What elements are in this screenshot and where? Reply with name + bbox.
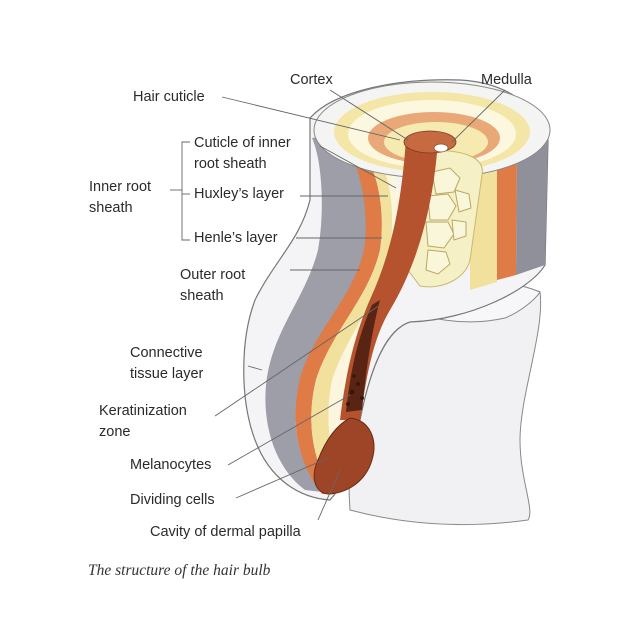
label-inner-root-line1: Inner root [89, 179, 152, 195]
figure-caption: The structure of the hair bulb [88, 562, 271, 579]
leader-hair-cuticle [221, 96, 401, 141]
leader-melanocytes [227, 394, 351, 466]
yellow-sheath-layer [311, 140, 393, 494]
label-cavity-dermal-papilla: Cavity of dermal papilla [150, 524, 301, 540]
label-dividing-cells: Dividing cells [130, 492, 215, 508]
label-melanocytes: Melanocytes [130, 457, 212, 473]
gray-sheath-layer [265, 135, 371, 492]
medulla-core [433, 143, 449, 153]
medulla-cell-outlines [425, 167, 472, 275]
melanocyte-dots [346, 374, 364, 406]
label-henle: Henle’s layer [194, 230, 278, 246]
leader-cortex [329, 89, 409, 141]
gray-sheath-cap [516, 140, 548, 275]
label-connective-line2: tissue layer [130, 366, 204, 382]
inner-root-bracket [181, 141, 190, 241]
leader-cavity [317, 469, 341, 521]
orange-sheath-layer [295, 138, 382, 494]
leader-lines [170, 89, 506, 521]
dermal-papilla [313, 417, 375, 495]
label-cuticle-inner-line1: Cuticle of inner [194, 135, 291, 151]
label-inner-root-line2: sheath [89, 200, 133, 216]
orange-sheath-cap [497, 142, 517, 280]
label-connective-line1: Connective [130, 345, 203, 361]
leader-connective [247, 365, 263, 371]
label-huxley: Huxley’s layer [194, 186, 284, 202]
label-keratinization-line2: zone [99, 424, 131, 440]
leader-medulla [451, 89, 506, 143]
hair-shaft-top [403, 130, 457, 154]
label-cortex: Cortex [290, 72, 333, 88]
leader-cuticle-inner [319, 145, 397, 189]
hair-shaft-dark-core [346, 300, 380, 412]
label-outer-root-line1: Outer root [180, 267, 246, 283]
label-medulla: Medulla [481, 72, 532, 88]
label-cuticle-inner-line2: root sheath [194, 156, 267, 172]
label-keratinization-line1: Keratinization [99, 403, 187, 419]
label-hair-cuticle: Hair cuticle [133, 89, 205, 105]
leader-keratinization [214, 304, 381, 417]
label-outer-root-line2: sheath [180, 288, 224, 304]
leader-dividing [235, 457, 329, 499]
